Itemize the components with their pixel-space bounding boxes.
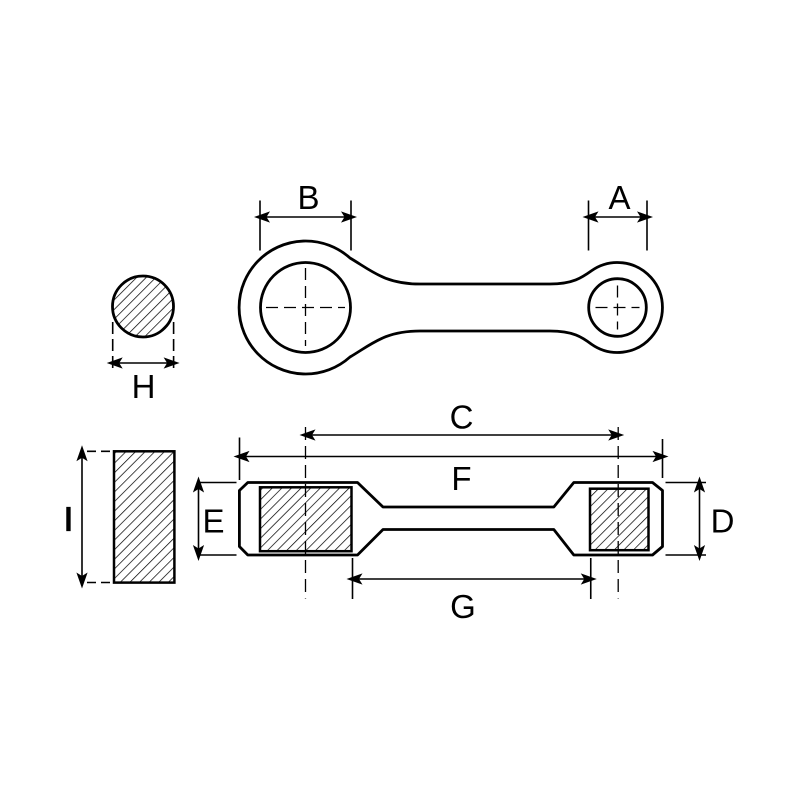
svg-text:I: I	[64, 501, 73, 538]
svg-text:D: D	[711, 503, 735, 540]
svg-text:E: E	[202, 503, 224, 540]
svg-text:C: C	[450, 399, 474, 436]
svg-text:G: G	[450, 588, 476, 625]
svg-text:F: F	[451, 460, 471, 497]
svg-text:H: H	[132, 368, 156, 405]
svg-text:A: A	[608, 179, 630, 216]
svg-text:B: B	[297, 179, 319, 216]
